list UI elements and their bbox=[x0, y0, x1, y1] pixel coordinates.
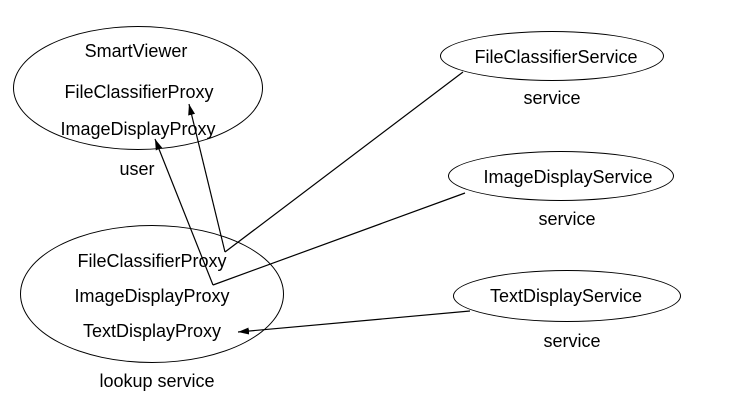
lookup-service-caption: lookup service bbox=[99, 371, 215, 391]
user-item-imagedisplayproxy: ImageDisplayProxy bbox=[60, 119, 216, 139]
imagedisplayservice-caption: service bbox=[538, 209, 596, 229]
lookup-service-ellipse bbox=[20, 225, 284, 363]
user-caption: user bbox=[119, 159, 155, 179]
imagedisplayservice-ellipse bbox=[448, 151, 674, 201]
user-item-smartviewer: SmartViewer bbox=[84, 41, 188, 61]
lookup-item-fileclassifierproxy: FileClassifierProxy bbox=[77, 251, 227, 271]
fileclassifierservice-caption: service bbox=[523, 88, 581, 108]
textdisplayservice-caption: service bbox=[543, 331, 601, 351]
textdisplayservice-ellipse bbox=[453, 270, 681, 322]
imagedisplayservice-label: ImageDisplayService bbox=[483, 167, 653, 187]
user-ellipse bbox=[13, 26, 263, 150]
lookup-item-textdisplayproxy: TextDisplayProxy bbox=[82, 321, 222, 341]
fileclassifierservice-ellipse bbox=[440, 31, 664, 81]
fileclassifierservice-label: FileClassifierService bbox=[474, 47, 638, 67]
user-item-fileclassifierproxy: FileClassifierProxy bbox=[64, 82, 214, 102]
lookup-item-imagedisplayproxy: ImageDisplayProxy bbox=[74, 286, 230, 306]
textdisplayservice-label: TextDisplayService bbox=[489, 286, 643, 306]
